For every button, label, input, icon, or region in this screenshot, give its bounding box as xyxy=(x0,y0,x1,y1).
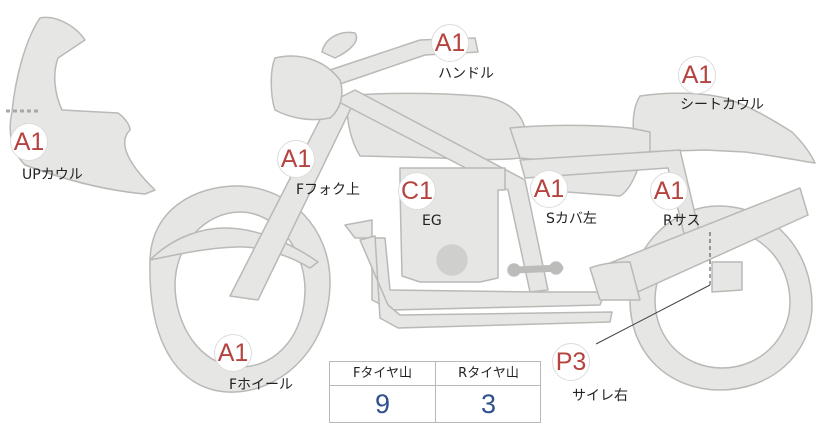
grade-badge-f-fork: A1 xyxy=(277,140,315,178)
tire-tread-table: Fタイヤ山 Rタイヤ山 9 3 xyxy=(329,361,541,423)
mirror-shape xyxy=(321,31,358,59)
front-wheel-shape xyxy=(149,185,331,393)
footpeg-knob2-shape xyxy=(549,261,563,275)
part-label-r-susp: Rサス xyxy=(663,213,701,229)
rear-tread-header: Rタイヤ山 xyxy=(458,366,519,381)
front-fender-shape xyxy=(149,227,319,269)
part-label-f-wheel: Fホイール xyxy=(229,377,294,393)
part-label-seat-cowl: シートカウル xyxy=(680,97,764,113)
footpeg-knob-shape xyxy=(507,263,521,277)
part-label-up-cowl: UPカウル xyxy=(22,167,83,183)
grade-badge-s-cover: A1 xyxy=(530,170,568,208)
part-label-handle: ハンドル xyxy=(438,66,494,82)
part-label-engine: EG xyxy=(422,213,442,229)
leader-line-muffler xyxy=(595,284,711,345)
grade-badge-up-cowl: A1 xyxy=(10,123,48,161)
grade-badge-f-wheel: A1 xyxy=(214,334,252,372)
swingarm-shape xyxy=(589,261,641,301)
grade-badge-r-susp: A1 xyxy=(650,172,688,210)
part-label-f-fork: Fフォク上 xyxy=(296,182,361,198)
rear-tread-value: 3 xyxy=(480,389,497,419)
engine-cap-shape xyxy=(436,244,468,276)
part-label-s-cover: Sカバ左 xyxy=(546,211,597,227)
muffler-end-shape xyxy=(711,261,743,293)
front-tread-header: Fタイヤ山 xyxy=(352,366,413,381)
up-cowl-shape xyxy=(9,16,156,195)
grade-badge-handle: A1 xyxy=(431,24,469,62)
headlight-shape xyxy=(270,55,343,121)
tire-tread-divider xyxy=(435,362,436,422)
grade-badge-seat-cowl: A1 xyxy=(678,56,716,94)
exhaust-pipe-lower-shape xyxy=(359,235,613,329)
front-tread-value: 9 xyxy=(374,389,391,419)
grade-badge-engine: C1 xyxy=(398,172,436,210)
grade-badge-muffler: P3 xyxy=(552,343,590,381)
part-label-muffler: サイレ右 xyxy=(572,388,628,404)
